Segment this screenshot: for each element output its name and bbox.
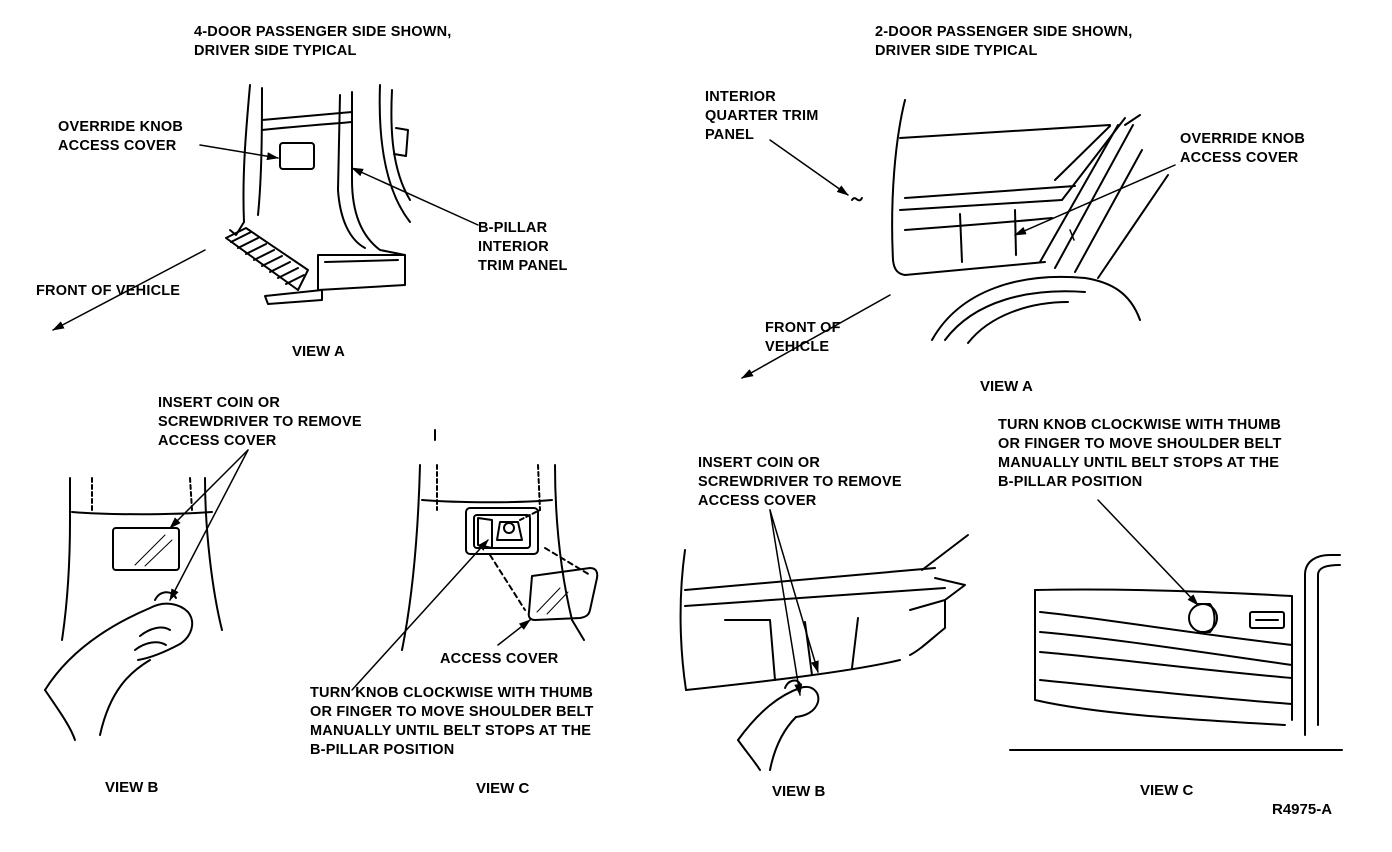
left-view-a-caption: VIEW A	[292, 343, 345, 360]
label-line: SCREWDRIVER TO REMOVE	[158, 414, 362, 430]
left-view-c-drawing	[352, 430, 597, 690]
right-view-a-drawing	[741, 100, 1175, 378]
left-front-of-vehicle-label: FRONT OF VEHICLE	[36, 282, 180, 301]
label-line: MANUALLY UNTIL BELT STOPS AT THE	[310, 723, 592, 739]
label-line: VEHICLE	[765, 339, 830, 355]
label-line: QUARTER TRIM	[705, 108, 819, 124]
label-line: B-PILLAR POSITION	[310, 742, 455, 758]
label-line: OVERRIDE KNOB	[1180, 131, 1306, 147]
left-title-line: 4-DOOR PASSENGER SIDE SHOWN,	[194, 24, 452, 40]
label-line: OR FINGER TO MOVE SHOULDER BELT	[998, 436, 1282, 452]
label-line: ACCESS COVER	[1180, 150, 1299, 166]
left-turn-knob-label: TURN KNOB CLOCKWISE WITH THUMB OR FINGER…	[310, 684, 594, 760]
label-line: TRIM PANEL	[478, 258, 568, 274]
right-front-of-vehicle-label: FRONT OF VEHICLE	[765, 319, 841, 357]
label-line: OVERRIDE KNOB	[58, 119, 184, 135]
figure-code: R4975-A	[1272, 801, 1333, 818]
right-view-c-drawing	[1010, 500, 1342, 750]
label-line: TURN KNOB CLOCKWISE WITH THUMB	[310, 685, 594, 701]
left-view-b-caption: VIEW B	[105, 779, 159, 796]
left-view-b-drawing	[45, 450, 248, 740]
label-line: OR FINGER TO MOVE SHOULDER BELT	[310, 704, 594, 720]
right-title-line: DRIVER SIDE TYPICAL	[875, 43, 1038, 59]
left-bpillar-label: B-PILLAR INTERIOR TRIM PANEL	[478, 219, 568, 276]
left-title-line: DRIVER SIDE TYPICAL	[194, 43, 357, 59]
label-line: INTERIOR	[478, 239, 549, 255]
label-line: SCREWDRIVER TO REMOVE	[698, 474, 902, 490]
left-access-cover-label: ACCESS COVER	[440, 650, 558, 669]
label-line: FRONT OF VEHICLE	[36, 283, 181, 299]
label-line: INTERIOR	[705, 89, 776, 105]
right-title: 2-DOOR PASSENGER SIDE SHOWN, DRIVER SIDE…	[875, 23, 1133, 61]
label-line: ACCESS COVER	[158, 433, 277, 449]
right-turn-knob-label: TURN KNOB CLOCKWISE WITH THUMB OR FINGER…	[998, 416, 1282, 492]
left-insert-coin-label: INSERT COIN OR SCREWDRIVER TO REMOVE ACC…	[158, 394, 362, 451]
left-view-a-drawing	[52, 85, 478, 330]
label-line: ACCESS COVER	[58, 138, 177, 154]
label-line: INSERT COIN OR	[698, 455, 821, 471]
right-view-c-caption: VIEW C	[1140, 782, 1194, 799]
left-override-knob-label: OVERRIDE KNOB ACCESS COVER	[58, 118, 183, 156]
right-view-a-caption: VIEW A	[980, 378, 1033, 395]
label-line: B-PILLAR POSITION	[998, 474, 1143, 490]
right-view-b-drawing	[681, 510, 968, 770]
right-insert-coin-label: INSERT COIN OR SCREWDRIVER TO REMOVE ACC…	[698, 454, 902, 511]
label-line: ACCESS COVER	[440, 651, 559, 667]
label-line: ACCESS COVER	[698, 493, 817, 509]
label-line: B-PILLAR	[478, 220, 548, 236]
right-override-knob-label: OVERRIDE KNOB ACCESS COVER	[1180, 130, 1305, 168]
left-view-c-caption: VIEW C	[476, 780, 530, 797]
right-interior-quarter-trim-label: INTERIOR QUARTER TRIM PANEL	[705, 88, 819, 145]
right-title-line: 2-DOOR PASSENGER SIDE SHOWN,	[875, 24, 1133, 40]
label-line: PANEL	[705, 127, 755, 143]
label-line: MANUALLY UNTIL BELT STOPS AT THE	[998, 455, 1280, 471]
right-view-b-caption: VIEW B	[772, 783, 826, 800]
label-line: FRONT OF	[765, 320, 841, 336]
label-line: TURN KNOB CLOCKWISE WITH THUMB	[998, 417, 1282, 433]
left-title: 4-DOOR PASSENGER SIDE SHOWN, DRIVER SIDE…	[194, 23, 452, 61]
label-line: INSERT COIN OR	[158, 395, 281, 411]
